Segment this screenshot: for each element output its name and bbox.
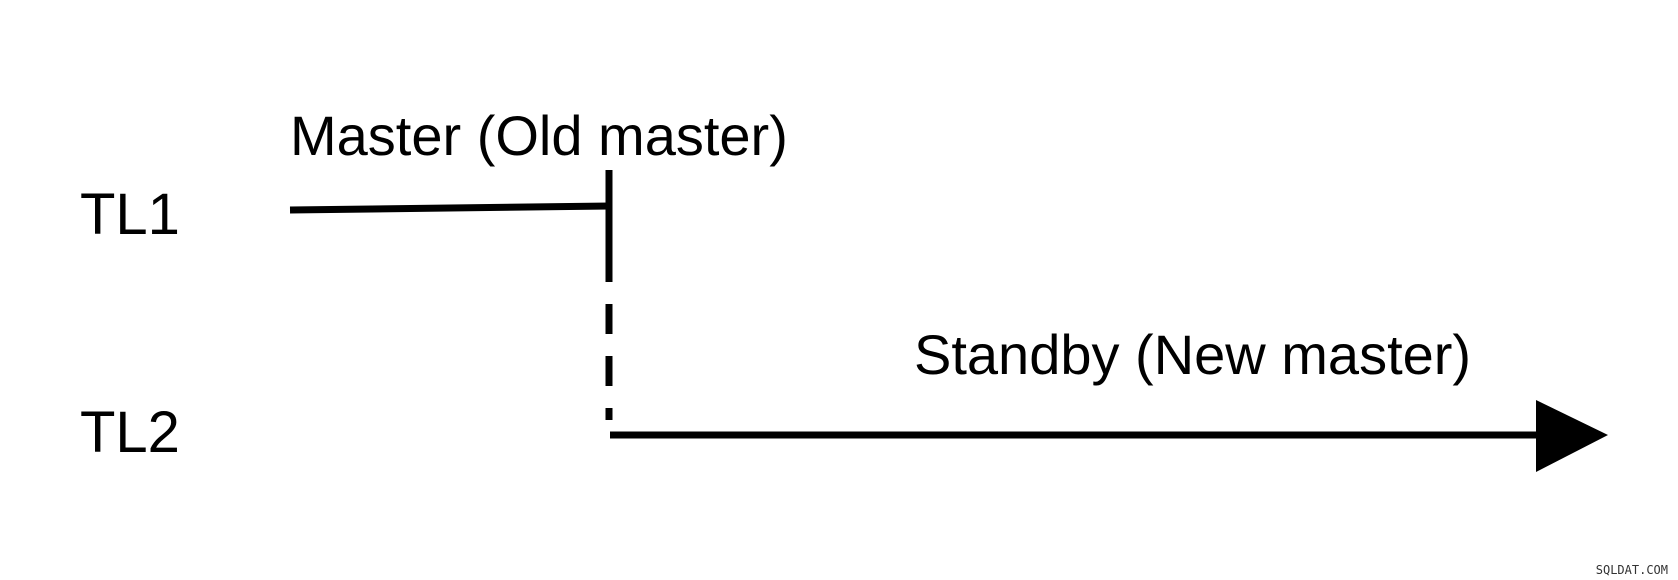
watermark: SQLDAT.COM	[1596, 563, 1668, 577]
arrow-head-icon	[1536, 400, 1608, 472]
tl1-timeline-line	[289, 202, 611, 214]
new-master-label: Standby (New master)	[914, 323, 1471, 386]
timeline-label-tl2: TL2	[80, 400, 180, 465]
timeline-label-tl1: TL1	[80, 182, 180, 247]
old-master-label: Master (Old master)	[290, 104, 788, 167]
